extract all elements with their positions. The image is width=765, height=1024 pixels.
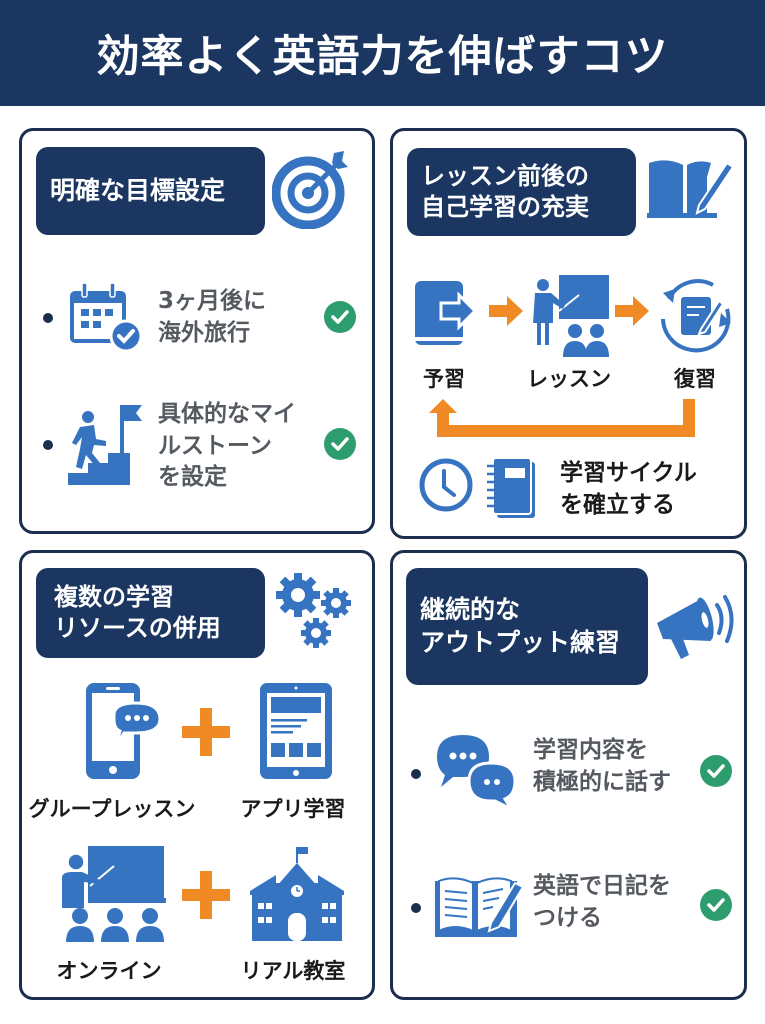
output-item-1-text: 学習内容を 積極的に話す — [533, 737, 671, 795]
card-title-line-1: 複数の学習 — [54, 582, 174, 611]
card-title: 継続的な アウトプット練習 — [406, 568, 648, 685]
flow-label-review: 復習 — [674, 367, 716, 391]
card-title-line-1: レッスン前後の — [421, 161, 589, 190]
check-icon — [700, 755, 732, 787]
tablet-app-icon — [260, 683, 334, 781]
plus-icon — [182, 871, 230, 919]
bullet — [43, 313, 53, 323]
climbing-stairs-flag-icon — [66, 401, 142, 487]
open-book-pen-icon — [647, 157, 733, 219]
gears-icon — [274, 571, 358, 653]
plus-icon — [182, 708, 230, 756]
speech-bubbles-icon — [433, 729, 519, 811]
card-title: 複数の学習 リソースの併用 — [36, 568, 265, 658]
page-title: 効率よく英語力を伸ばすコツ — [96, 32, 669, 82]
flow-label-lesson: レッスン — [527, 367, 611, 391]
clock-icon — [418, 457, 474, 513]
school-building-icon — [248, 847, 348, 943]
goal-item-1-text: 3ヶ月後に 海外旅行 — [158, 288, 267, 346]
check-icon — [700, 889, 732, 921]
resource-label-classroom: リアル教室 — [240, 959, 346, 983]
loop-arrow-icon — [429, 399, 699, 439]
bullet — [43, 440, 53, 450]
book-arrow-icon — [413, 281, 485, 349]
card-title-line-2: 自己学習の充実 — [421, 193, 589, 221]
card-title: 明確な目標設定 — [36, 147, 265, 235]
page-header: 効率よく英語力を伸ばすコツ — [0, 0, 765, 106]
megaphone-icon — [653, 589, 737, 663]
resource-label-group: グループレッスン — [28, 797, 196, 821]
smartphone-chat-icon — [84, 683, 164, 781]
card-self-study: レッスン前後の 自己学習の充実 — [390, 128, 747, 539]
online-teacher-icon — [60, 846, 170, 942]
cycle-text: 学習サイクル を確立する — [560, 460, 697, 518]
teacher-board-icon — [531, 275, 611, 357]
card-output-practice: 継続的な アウトプット練習 学習内容を 積極的に話す — [390, 550, 747, 1000]
flow-label-preview: 予習 — [423, 367, 465, 391]
notebook-cycle-icon — [657, 279, 735, 353]
card-goal-setting: 明確な目標設定 3ヶ月後に 海外旅行 — [19, 128, 375, 534]
check-icon — [324, 301, 356, 333]
card-title-line-2: アウトプット練習 — [420, 627, 621, 657]
notebook-icon — [483, 456, 539, 522]
check-icon — [324, 428, 356, 460]
calendar-check-icon — [68, 281, 144, 353]
card-title-line-2: リソースの併用 — [54, 614, 221, 642]
card-title-text: 明確な目標設定 — [50, 175, 226, 205]
resource-label-online: オンライン — [56, 959, 162, 983]
target-icon — [272, 147, 352, 229]
goal-item-2-text: 具体的なマイ ルストーン を設定 — [158, 401, 296, 491]
journal-pen-icon — [433, 873, 525, 941]
card-title-line-1: 継続的な — [420, 595, 521, 624]
arrow-right-icon — [489, 296, 525, 326]
arrow-right-icon — [615, 296, 651, 326]
bullet — [411, 769, 421, 779]
bullet — [411, 903, 421, 913]
resource-label-app: アプリ学習 — [240, 797, 346, 821]
card-title: レッスン前後の 自己学習の充実 — [407, 148, 636, 236]
output-item-2-text: 英語で日記を つける — [533, 873, 671, 931]
card-resources: 複数の学習 リソースの併用 — [19, 550, 375, 1000]
